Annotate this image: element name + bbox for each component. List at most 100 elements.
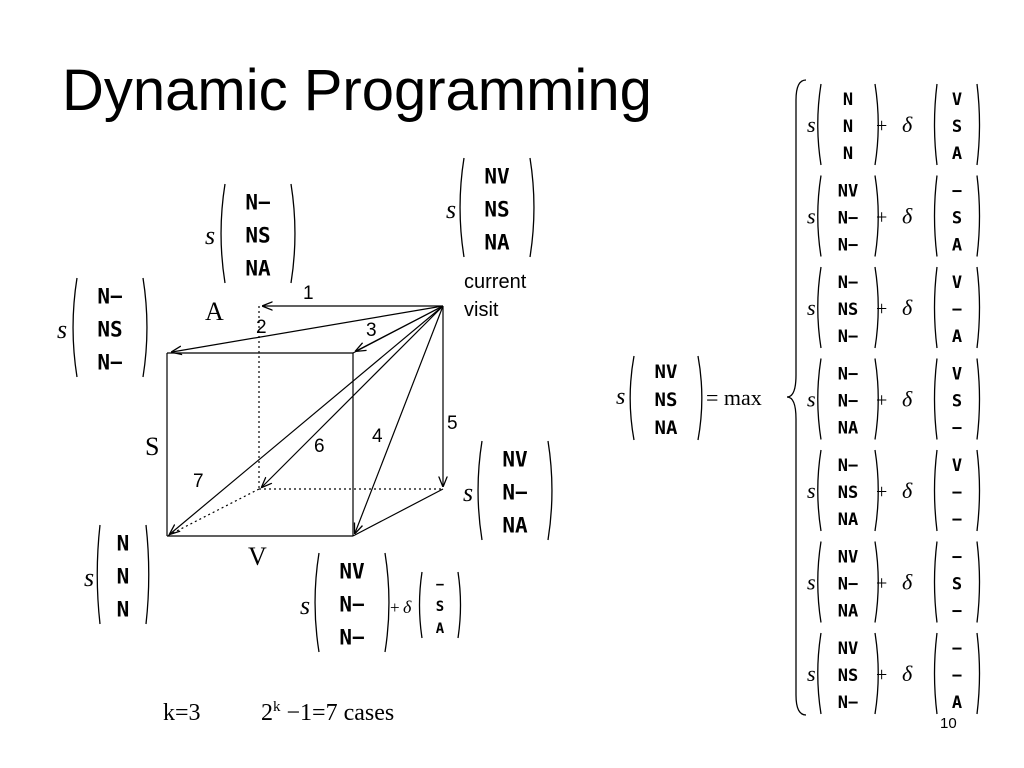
max-operator: = max: [706, 385, 762, 410]
cube-edge-hidden: [166, 488, 260, 537]
lhs-vector: NV NS NA: [629, 355, 703, 441]
vector-entry: −: [952, 548, 962, 568]
right-paren: [874, 83, 879, 166]
vector-entry: V: [952, 456, 962, 476]
max-brace: [786, 79, 807, 716]
plus-sign: +: [876, 390, 887, 412]
vector-entry: V: [952, 273, 962, 293]
term-delta-vector: VSA: [933, 83, 981, 166]
right-paren: [976, 175, 981, 257]
cases-base: 2: [261, 700, 273, 726]
vector-entry: N: [117, 598, 130, 622]
plus-sign: +: [876, 573, 887, 595]
vector-entry: NA: [502, 514, 528, 538]
state-vector: NVN−N−: [314, 552, 390, 653]
vector-entry: N: [843, 144, 853, 164]
vector-entry: NS: [838, 483, 858, 503]
term-delta-vector: VS−: [933, 358, 981, 440]
term-delta-vector: −−A: [933, 632, 981, 715]
term-delta-vector: −SA: [933, 175, 981, 257]
page-number: 10: [940, 715, 957, 732]
cases-exponent: k: [273, 699, 281, 715]
right-paren: [697, 355, 703, 441]
vector-entry: −: [952, 300, 962, 320]
vector-entry: −: [952, 666, 962, 686]
vector-entry: NA: [245, 257, 271, 281]
vector-entry: NA: [655, 417, 678, 439]
edge-number: 7: [193, 471, 204, 492]
s-function-symbol: s: [300, 591, 310, 620]
left-paren: [817, 632, 822, 715]
s-function-symbol: s: [84, 563, 94, 592]
right-paren: [976, 541, 981, 623]
left-paren: [72, 277, 78, 378]
vector-entry: N−: [838, 575, 858, 595]
plus-sign: +: [876, 664, 887, 686]
vector-entry: −: [952, 510, 962, 530]
vector-entry: NS: [245, 224, 270, 248]
s-function-symbol: s: [807, 570, 816, 595]
edge-number: 5: [447, 413, 458, 434]
node-state-s: sN−NSN−: [57, 277, 148, 378]
vector-entry: NS: [655, 389, 678, 411]
vector-entry: N−: [838, 236, 858, 256]
vector-entry: A: [952, 693, 962, 713]
vector-entry: N−: [245, 191, 270, 215]
vertex-label-a: A: [205, 297, 224, 326]
delta-symbol: δ: [902, 204, 913, 229]
term-delta-vector: V − −: [933, 449, 981, 532]
term-s-vector: NVN−NA: [817, 541, 879, 623]
vector-entry: −: [952, 483, 962, 503]
edge-number: 3: [366, 320, 377, 341]
vector-entry: −: [436, 577, 444, 593]
vector-entry: N−: [97, 351, 122, 375]
vector-entry: NV: [502, 448, 528, 472]
vector-entry: S: [952, 117, 962, 137]
s-function-symbol: s: [807, 478, 816, 503]
cube-edge: [352, 488, 444, 537]
s-function-symbol: s: [807, 204, 816, 229]
left-paren: [933, 175, 938, 257]
vector-entry: V: [952, 90, 962, 110]
vector-entry: NV: [838, 548, 858, 568]
vector-entry: N−: [838, 365, 858, 385]
cube-diagram: [166, 305, 444, 537]
delta-symbol: δ: [902, 387, 913, 412]
vector-entry: N: [843, 117, 853, 137]
state-vector: NVN−NA: [477, 440, 553, 541]
right-paren: [145, 524, 150, 625]
left-paren: [933, 449, 938, 532]
left-paren: [817, 541, 822, 623]
arrow-3: [356, 305, 444, 351]
vector-entry: −: [952, 602, 962, 622]
vector-entry: N−: [838, 327, 858, 347]
arrow-4: [355, 305, 444, 533]
vector-entry: S: [436, 599, 444, 615]
vector-entry: NA: [484, 231, 510, 255]
s-function-symbol: s: [807, 387, 816, 412]
s-function-symbol: s: [807, 112, 816, 137]
vector-entry: NV: [838, 182, 858, 202]
slide-title: Dynamic Programming: [62, 58, 652, 123]
term-s-vector: N−NSN−: [817, 266, 879, 349]
vector-entry: NV: [655, 361, 678, 383]
left-paren: [418, 571, 423, 639]
left-paren: [629, 355, 635, 441]
left-paren: [817, 449, 822, 532]
current-visit-label: current visit: [464, 271, 527, 321]
right-paren: [142, 277, 148, 378]
left-paren: [933, 632, 938, 715]
right-paren: [384, 552, 390, 653]
vector-entry: N: [117, 532, 130, 556]
delta-symbol: δ: [403, 597, 412, 617]
